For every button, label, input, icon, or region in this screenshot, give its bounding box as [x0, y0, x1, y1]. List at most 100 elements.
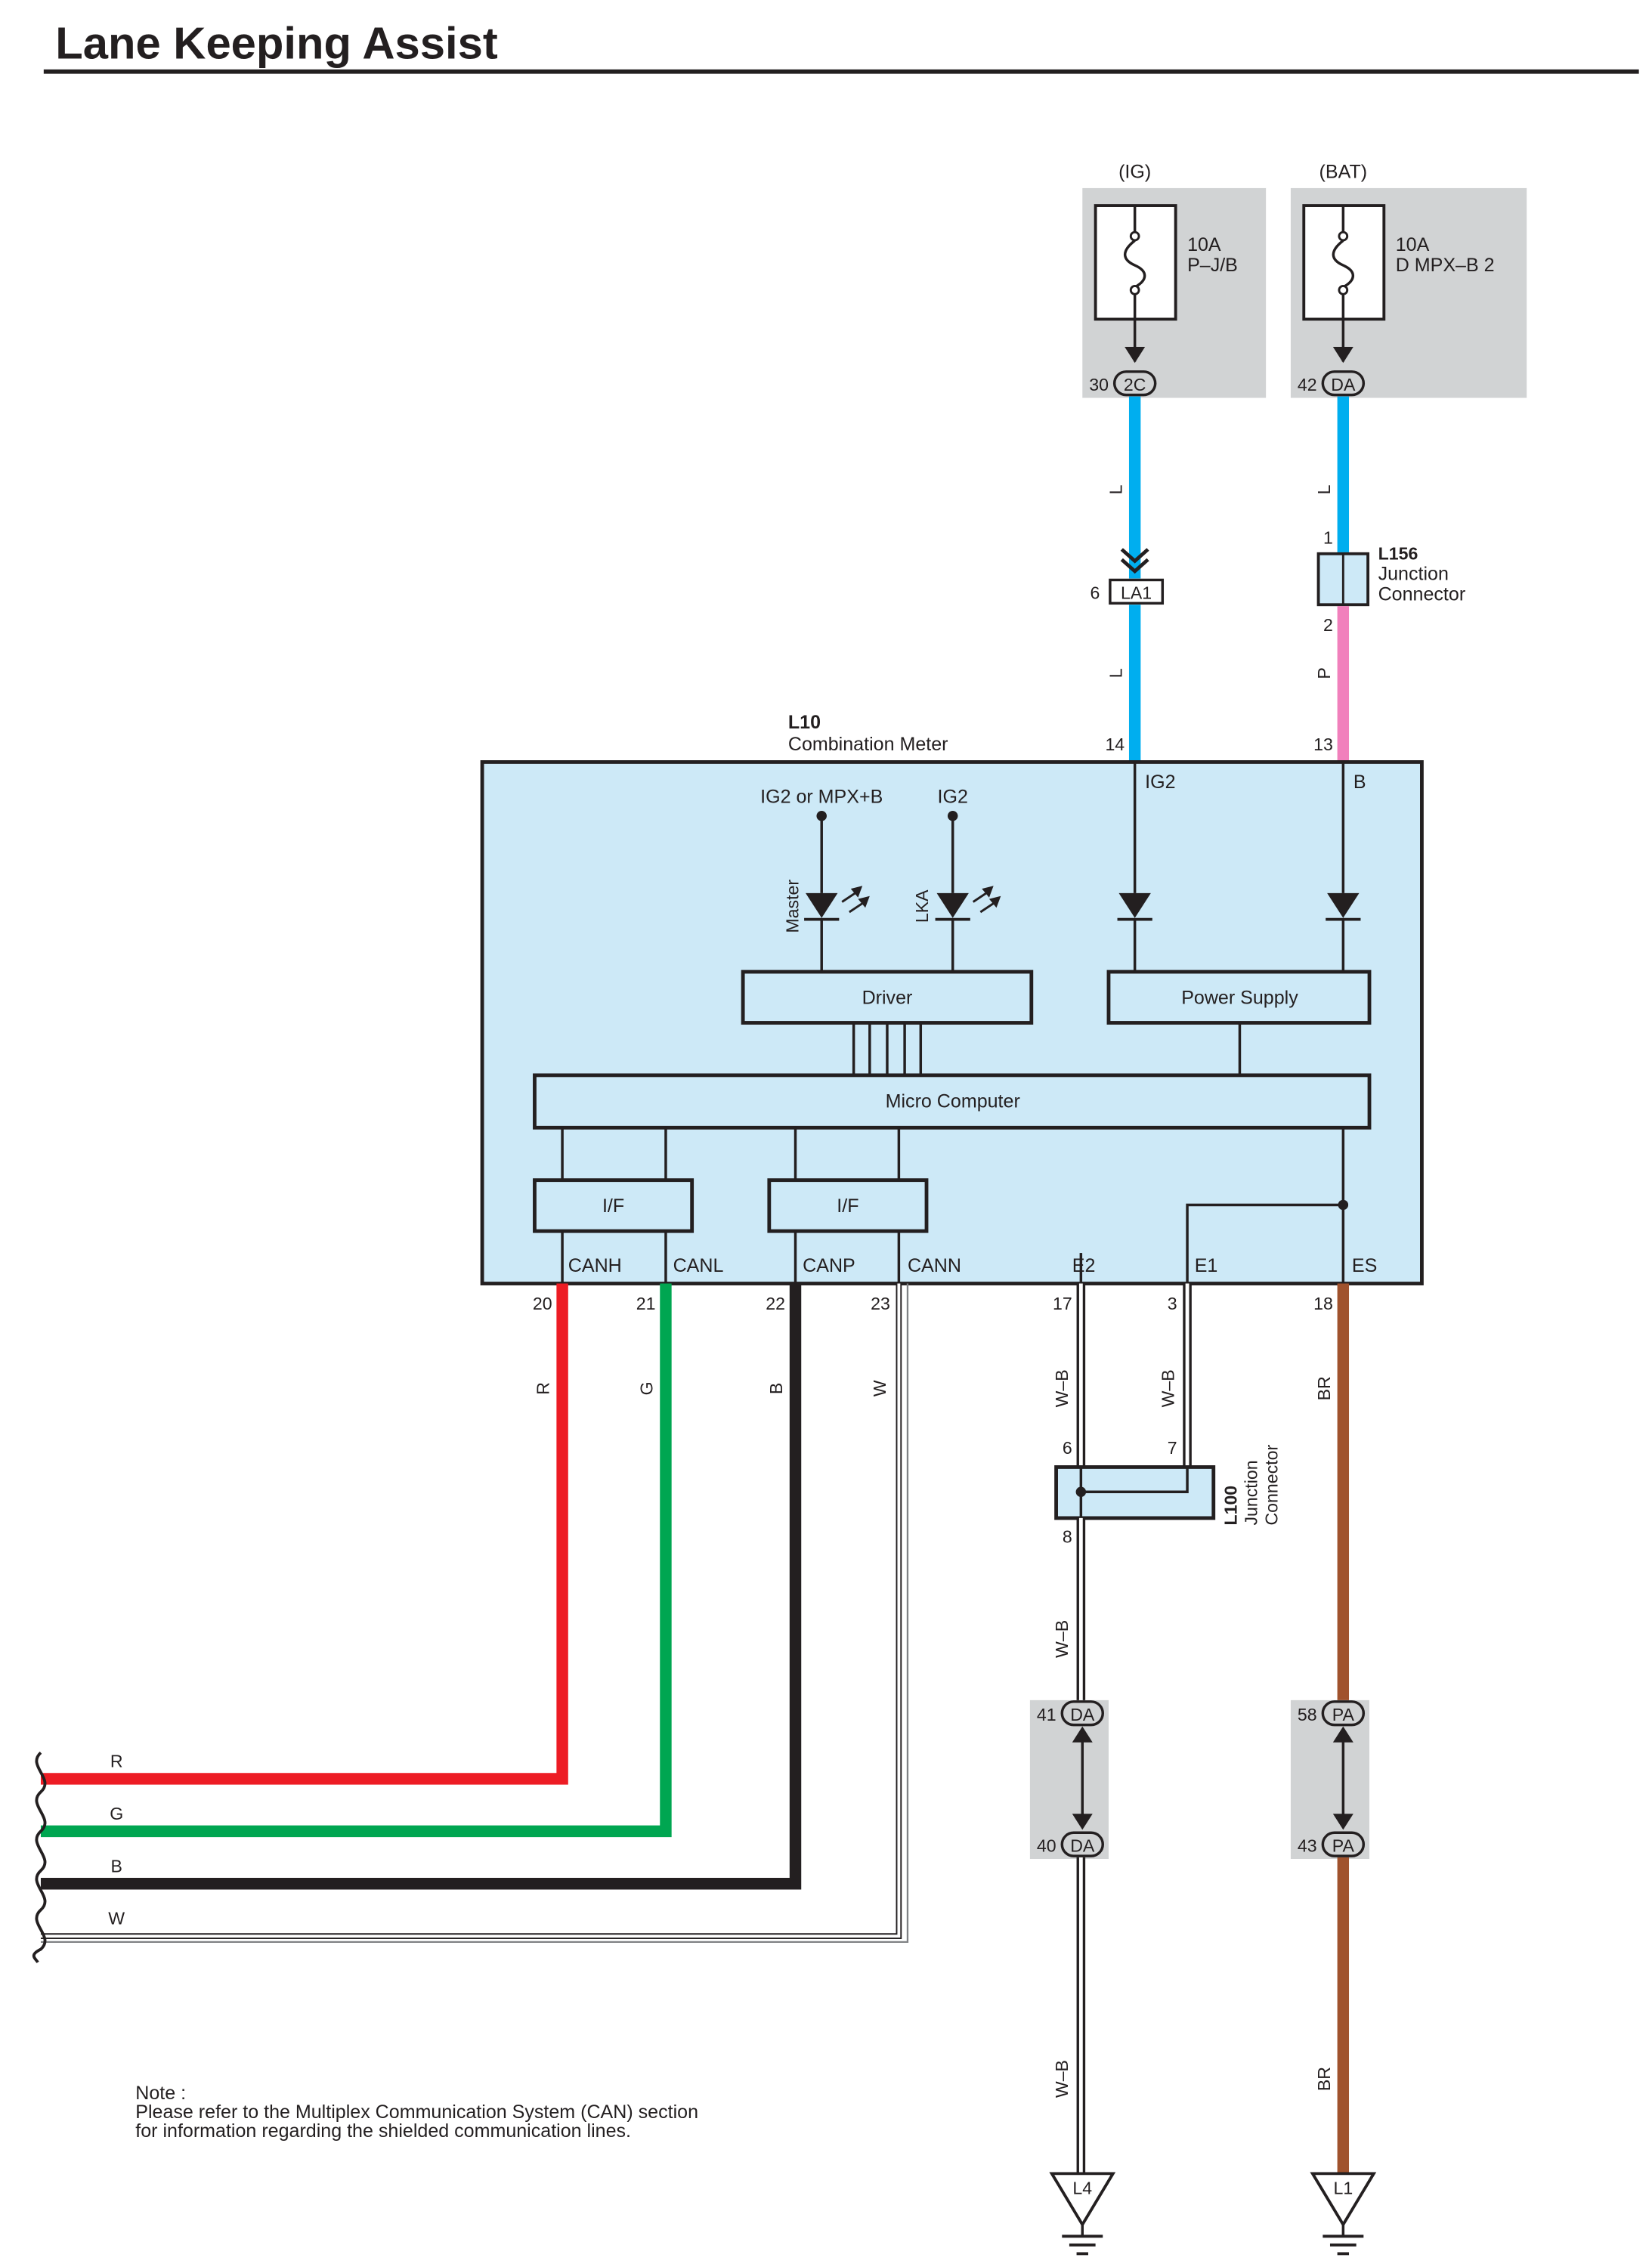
connector-l100-desc1: Junction	[1242, 1460, 1261, 1525]
meter-term-e1: E1	[1195, 1255, 1218, 1276]
ground-l1-label: L1	[1333, 2178, 1353, 2197]
wire-left-w-label: W	[108, 1909, 125, 1928]
meter-term-e2: E2	[1072, 1255, 1096, 1276]
meter-term-es: ES	[1352, 1255, 1377, 1276]
connector-pa-lower-pin: 43	[1298, 1836, 1317, 1855]
meter-code: L10	[788, 712, 821, 733]
wire-canl-g	[40, 1283, 672, 1838]
meter-pin-ig2: 14	[1105, 735, 1125, 754]
fuse-bat-connector: DA	[1331, 375, 1356, 394]
diode-ig2-icon	[1118, 892, 1151, 918]
connector-pa-upper-pin: 58	[1298, 1705, 1317, 1724]
if-left-block	[533, 1178, 695, 1233]
fuse-bat-name: D MPX–B 2	[1396, 255, 1495, 276]
wire-left-b-label: B	[110, 1856, 122, 1876]
fuse-ig-block: (IG) 10A P–J/B 2C 30	[1082, 161, 1267, 398]
wire-canp-label: B	[766, 1383, 786, 1394]
meter-pin-canh: 20	[533, 1294, 552, 1313]
fuse-ig-header: (IG)	[1118, 161, 1151, 182]
wire-e1-label: W–B	[1159, 1369, 1178, 1407]
connector-l100-code: L100	[1221, 1486, 1241, 1526]
connector-pa-lower-code: PA	[1332, 1836, 1355, 1855]
connector-l156-desc2: Connector	[1378, 583, 1466, 605]
meter-pin-canl: 21	[636, 1294, 656, 1313]
if-left-label: I/F	[602, 1195, 624, 1217]
connector-da-lower-pin: 40	[1037, 1836, 1056, 1855]
connector-l100-desc2: Connector	[1262, 1445, 1282, 1526]
connector-l156-code: L156	[1378, 543, 1418, 563]
ground-l1-icon	[1310, 2172, 1377, 2256]
ground-l4-label: L4	[1072, 2178, 1092, 2197]
power-supply-label: Power Supply	[1181, 987, 1298, 1008]
wire-ig-l-upper-label: L	[1106, 484, 1125, 494]
fuse-bat-header: (BAT)	[1319, 161, 1368, 182]
note-line-2: Please refer to the Multiplex Communicat…	[135, 2102, 698, 2123]
connector-la1-code: LA1	[1121, 583, 1152, 603]
fuse-ig-rating: 10A	[1187, 234, 1221, 255]
fuse-ig-name: P–J/B	[1187, 255, 1238, 276]
connector-l100-pin-right: 7	[1168, 1438, 1177, 1458]
wire-canp-b	[40, 1283, 802, 1890]
fuse-ig-pin: 30	[1089, 375, 1109, 394]
fuse-bat-symbol	[1332, 239, 1355, 289]
wire-cann-w	[40, 1283, 902, 1940]
note-line-1: Note :	[135, 2083, 186, 2104]
wire-ig-l-lower-label: L	[1106, 668, 1125, 678]
supply-master-label: IG2 or MPX+B	[760, 786, 883, 807]
driver-label: Driver	[862, 987, 913, 1008]
meter-pin-cann: 23	[871, 1294, 890, 1313]
meter-term-canp: CANP	[803, 1255, 855, 1276]
led-master-icon	[806, 892, 838, 918]
power-supply-block	[1106, 970, 1372, 1025]
led-master-label: Master	[782, 880, 802, 933]
wire-canh-r	[40, 1283, 568, 1785]
connector-da-upper-pin: 41	[1037, 1705, 1056, 1724]
meter-pin-b: 13	[1313, 735, 1333, 754]
meter-term-canl: CANL	[673, 1255, 724, 1276]
fuse-ig-connector: 2C	[1124, 375, 1146, 394]
meter-pin-canp: 22	[766, 1294, 785, 1313]
fuse-bat-pin: 42	[1298, 375, 1317, 394]
wire-cann-label: W	[870, 1380, 889, 1396]
connector-l156-desc1: Junction	[1378, 563, 1449, 584]
led-lka-label: LKA	[912, 889, 932, 923]
fuse-bat-block: (BAT) 10A D MPX–B 2 DA 42	[1290, 161, 1527, 398]
wire-bat-l-label: L	[1314, 484, 1334, 494]
micro-computer-block	[533, 1073, 1372, 1130]
wire-e2-label: W–B	[1052, 1369, 1072, 1407]
connector-la1-pin: 6	[1091, 583, 1100, 603]
connector-l156-pin-top: 1	[1323, 527, 1333, 547]
note-line-3: for information regarding the shielded c…	[135, 2120, 631, 2142]
wire-left-g-label: G	[110, 1804, 123, 1823]
ground-l4-icon	[1049, 2172, 1116, 2256]
connector-la1	[1109, 578, 1165, 605]
wire-bat-p-label: P	[1314, 667, 1334, 679]
fuse-ig-symbol	[1123, 239, 1146, 289]
wire-es-bottom-label: BR	[1314, 2067, 1334, 2091]
led-lka-icon	[936, 892, 969, 918]
meter-pin-e1: 3	[1168, 1294, 1177, 1313]
break-line-icon	[32, 1751, 47, 1963]
connector-l156-pin-bottom: 2	[1323, 615, 1333, 635]
la1-chevron-icon	[1120, 548, 1149, 564]
wire-canh-label: R	[534, 1382, 553, 1395]
meter-term-canh: CANH	[568, 1255, 622, 1276]
wire-e2-bottom-label: W–B	[1052, 2060, 1072, 2098]
meter-pin-es: 18	[1313, 1294, 1333, 1313]
wire-canl-label: G	[637, 1381, 657, 1395]
wire-left-r-label: R	[110, 1752, 123, 1771]
meter-name: Combination Meter	[788, 734, 948, 755]
shield-line	[40, 1283, 909, 1944]
driver-block	[741, 970, 1034, 1025]
wire-es-label: BR	[1314, 1376, 1334, 1400]
connector-l100-pin-bottom: 8	[1063, 1527, 1072, 1547]
meter-term-ig2: IG2	[1145, 772, 1175, 793]
meter-term-b: B	[1353, 772, 1366, 793]
supply-lka-label: IG2	[938, 786, 968, 807]
if-right-label: I/F	[837, 1195, 858, 1217]
diode-b-icon	[1327, 892, 1360, 918]
if-right-block	[767, 1178, 929, 1233]
fuse-bat-rating: 10A	[1396, 234, 1430, 255]
connector-pa-upper-code: PA	[1332, 1705, 1355, 1724]
